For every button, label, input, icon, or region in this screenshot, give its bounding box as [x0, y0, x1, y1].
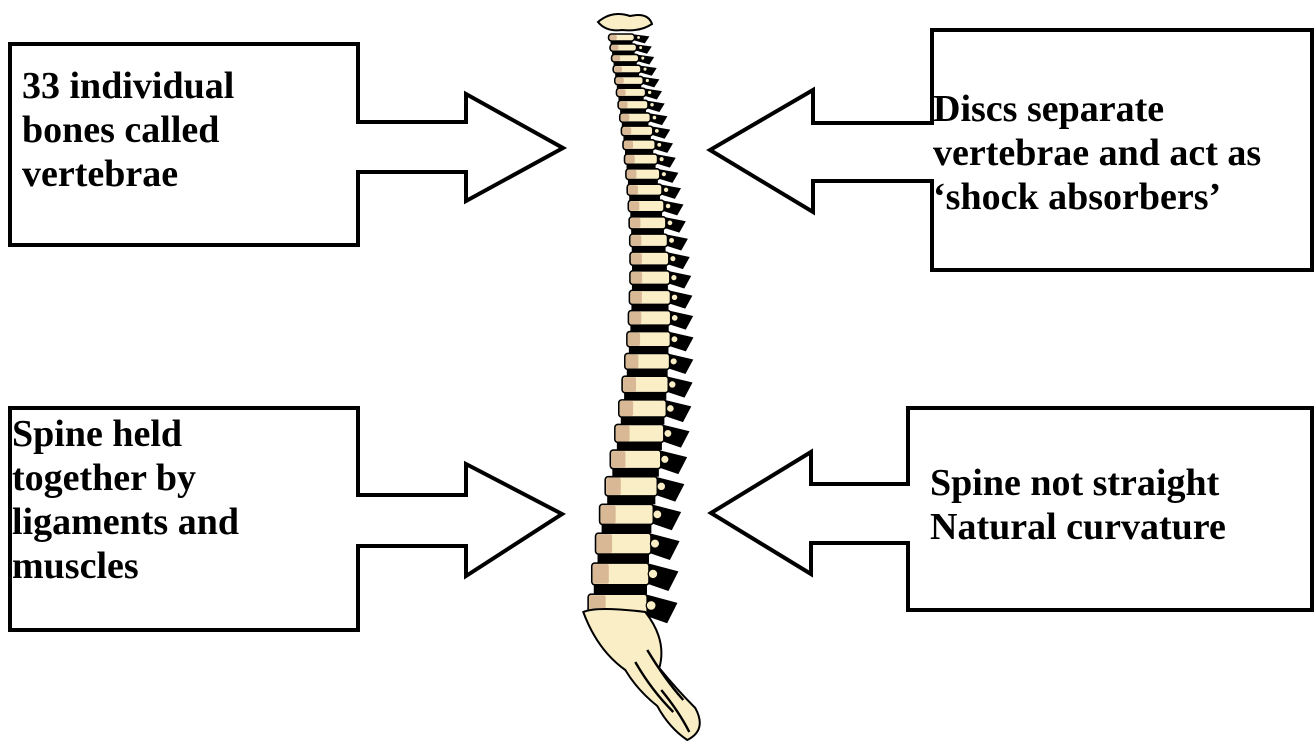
vertebra-shade-21: [626, 354, 639, 368]
vertebra-shade-4: [616, 77, 624, 83]
facet-24: [664, 429, 672, 437]
disc-23: [621, 417, 665, 424]
facet-7: [652, 115, 657, 120]
disc-17: [632, 284, 668, 290]
vertebra-shade-5: [617, 89, 625, 96]
disc-20: [629, 347, 669, 354]
vertebra-shade-18: [630, 291, 642, 303]
facet-0: [637, 36, 641, 40]
vertebra-shade-9: [624, 141, 633, 149]
vertebra-shade-14: [630, 218, 640, 228]
vertebra-shade-2: [613, 55, 621, 61]
vertebra-shade-26: [606, 478, 621, 495]
disc-19: [630, 325, 668, 331]
facet-27: [653, 510, 662, 519]
facet-26: [657, 482, 666, 491]
vertebra-shade-1: [611, 45, 618, 50]
callout-text-bottom-left: Spine held together by ligaments and mus…: [12, 412, 352, 588]
facet-4: [645, 78, 649, 82]
disc-29: [594, 585, 647, 594]
callout-text-top-left: 33 individual bones called vertebrae: [22, 64, 352, 196]
vertebra-shade-13: [629, 201, 639, 211]
disc-24: [617, 442, 662, 450]
facet-2: [641, 56, 645, 60]
vertebra-shade-29: [593, 564, 609, 584]
facet-21: [670, 358, 677, 365]
facet-13: [665, 203, 671, 209]
vertebra-shade-10: [626, 155, 635, 163]
disc-15: [632, 247, 666, 252]
facet-3: [643, 67, 647, 71]
vertebra-shade-23: [620, 401, 633, 416]
vertebra-shade-20: [628, 333, 640, 346]
vertebra-shade-28: [597, 534, 613, 553]
facet-20: [671, 336, 678, 343]
facet-17: [671, 274, 677, 280]
vertebra-shade-3: [614, 66, 622, 72]
vertebra-shade-16: [631, 253, 642, 264]
disc-16: [632, 265, 667, 271]
callout-text-bottom-right: Spine not straight Natural curvature: [930, 461, 1310, 549]
disc-28: [598, 554, 649, 563]
vertebra-shade-12: [628, 185, 638, 194]
facet-1: [639, 46, 643, 50]
vertebra-shade-24: [616, 425, 630, 441]
vertebra-shade-11: [627, 170, 637, 179]
disc-18: [631, 304, 668, 310]
facet-14: [667, 220, 673, 226]
vertebra-shade-22: [623, 377, 636, 392]
facet-11: [661, 171, 666, 176]
atlas-vertebra: [598, 14, 652, 30]
disc-25: [612, 469, 659, 477]
facet-9: [657, 142, 662, 147]
vertebra-shade-8: [622, 127, 631, 135]
spine-illustration: [583, 14, 700, 740]
facet-25: [661, 455, 669, 463]
disc-27: [602, 524, 652, 533]
facet-18: [671, 294, 678, 301]
vertebra-shade-17: [631, 272, 642, 284]
facet-8: [654, 128, 659, 133]
facet-15: [669, 237, 675, 243]
disc-21: [627, 369, 668, 376]
facet-29: [648, 569, 658, 579]
vertebra-shade-19: [629, 312, 641, 325]
facet-23: [666, 405, 674, 413]
facet-12: [663, 187, 669, 193]
facet-10: [659, 157, 664, 162]
facet-19: [671, 314, 678, 321]
vertebra-shade-27: [601, 505, 616, 523]
vertebra-shade-15: [631, 235, 642, 246]
facet-28: [650, 539, 659, 548]
vertebra-shade-6: [619, 101, 627, 108]
disc-22: [624, 393, 666, 400]
facet-16: [670, 256, 676, 262]
vertebra-shade-25: [611, 451, 625, 468]
vertebra-shade-7: [621, 114, 630, 121]
facet-30: [646, 601, 656, 611]
disc-26: [607, 496, 655, 504]
facet-5: [647, 90, 652, 95]
facet-6: [650, 102, 655, 107]
callout-text-top-right: Discs separate vertebrae and act as ‘sho…: [933, 87, 1313, 219]
vertebra-shade-0: [610, 35, 617, 40]
facet-22: [669, 381, 677, 389]
